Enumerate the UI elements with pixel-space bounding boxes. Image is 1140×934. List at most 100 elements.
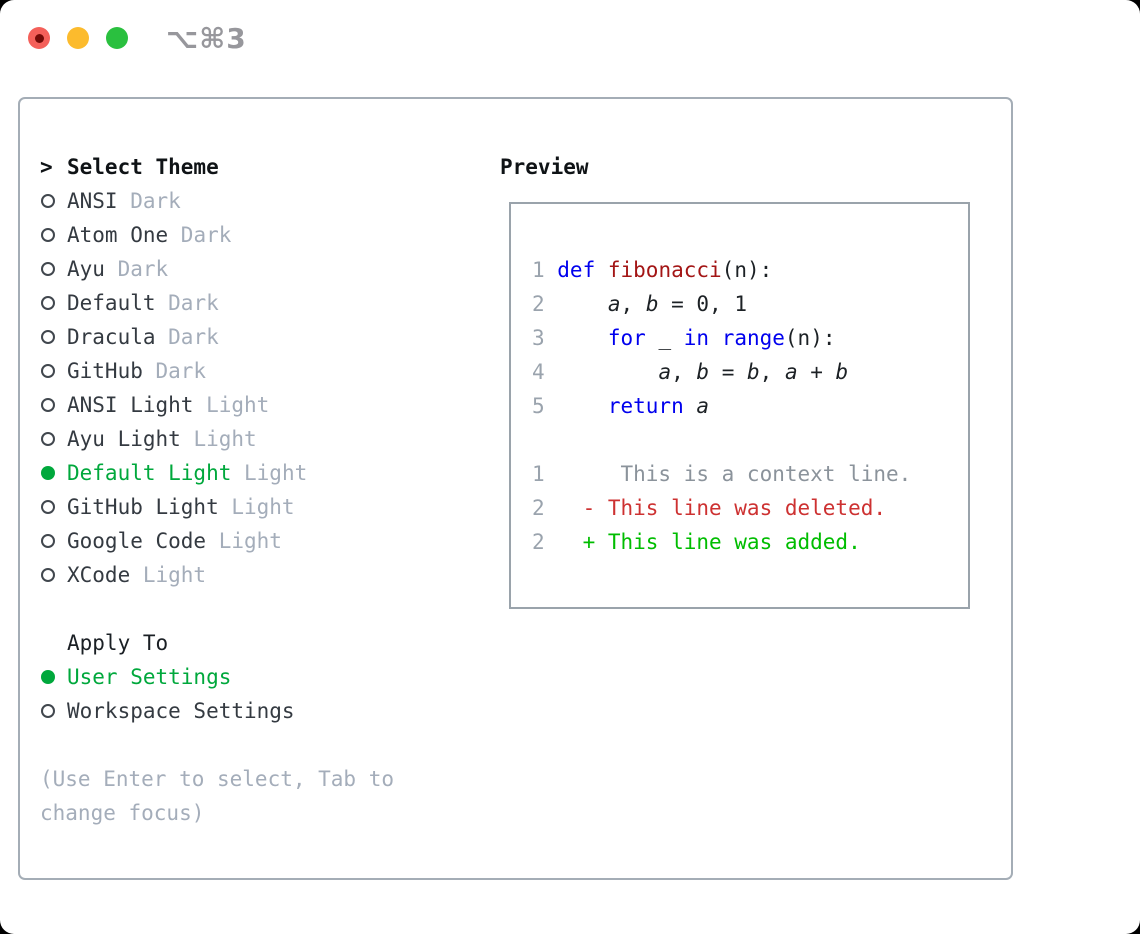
theme-option-xcode[interactable]: XCode Light bbox=[40, 558, 480, 592]
theme-list-header: > Select Theme bbox=[40, 150, 480, 184]
theme-variant: Light bbox=[193, 393, 270, 417]
code-token: a bbox=[658, 360, 672, 384]
code-token bbox=[557, 292, 608, 316]
radio-unselected-icon bbox=[41, 364, 55, 378]
minimize-button[interactable] bbox=[67, 27, 89, 49]
code-token: in bbox=[683, 326, 710, 350]
window-shortcut-label: ⌥⌘3 bbox=[166, 22, 247, 55]
code-token: fibonacci bbox=[607, 258, 722, 282]
code-token: return bbox=[607, 394, 684, 418]
theme-option-default[interactable]: Default Dark bbox=[40, 286, 480, 320]
code-token bbox=[557, 360, 658, 384]
code-token bbox=[557, 326, 608, 350]
radio-unselected-icon bbox=[41, 398, 55, 412]
code-token: (n): bbox=[784, 326, 836, 350]
code-token: a bbox=[607, 292, 621, 316]
code-token: (n): bbox=[721, 258, 773, 282]
theme-name: Ayu Light bbox=[67, 427, 181, 451]
theme-option-ansi-light[interactable]: ANSI Light Light bbox=[40, 388, 480, 422]
zoom-button[interactable] bbox=[106, 27, 128, 49]
theme-variant: Dark bbox=[168, 223, 232, 247]
radio-cell bbox=[40, 568, 67, 582]
code-token: range bbox=[721, 326, 785, 350]
line-number: 5 bbox=[532, 394, 545, 418]
radio-cell bbox=[40, 262, 67, 276]
code-token: a bbox=[784, 360, 798, 384]
title-bar: ⌥⌘3 bbox=[0, 0, 1140, 76]
code-token bbox=[709, 326, 722, 350]
diff-lines: 1 This is a context line.2 - This line w… bbox=[532, 457, 968, 559]
focus-arrow-icon: > bbox=[40, 155, 53, 179]
code-token bbox=[684, 394, 697, 418]
code-token: , bbox=[620, 292, 646, 316]
theme-option-google-code[interactable]: Google Code Light bbox=[40, 524, 480, 558]
gap bbox=[40, 728, 480, 762]
radio-unselected-icon bbox=[41, 194, 55, 208]
theme-option-default-light[interactable]: Default Light Light bbox=[40, 456, 480, 490]
radio-selected-icon bbox=[41, 466, 55, 480]
theme-variant: Light bbox=[180, 427, 257, 451]
theme-list-title: Select Theme bbox=[67, 155, 219, 179]
line-number: 4 bbox=[532, 360, 545, 384]
code-token: + bbox=[797, 360, 836, 384]
theme-variant: Light bbox=[130, 563, 207, 587]
line-number: 3 bbox=[532, 326, 545, 350]
apply-option-user-settings[interactable]: User Settings bbox=[40, 660, 480, 694]
theme-option-atom-one[interactable]: Atom One Dark bbox=[40, 218, 480, 252]
code-token: = bbox=[709, 360, 747, 384]
theme-option-ayu-light[interactable]: Ayu Light Light bbox=[40, 422, 480, 456]
radio-unselected-icon bbox=[41, 262, 55, 276]
code-token: def bbox=[557, 258, 596, 282]
code-token: a bbox=[696, 394, 710, 418]
radio-cell bbox=[40, 296, 67, 310]
radio-cell bbox=[40, 704, 67, 718]
theme-name: ANSI Light bbox=[67, 393, 194, 417]
theme-option-github-light[interactable]: GitHub Light Light bbox=[40, 490, 480, 524]
gap bbox=[40, 592, 480, 626]
apply-to-header: Apply To bbox=[40, 626, 480, 660]
radio-cell bbox=[40, 364, 67, 378]
diff-text: This is a context line. bbox=[557, 462, 912, 486]
line-number: 2 bbox=[532, 292, 545, 316]
theme-option-ansi[interactable]: ANSI Dark bbox=[40, 184, 480, 218]
preview-header: Preview bbox=[500, 150, 1000, 184]
theme-name: Ayu bbox=[67, 257, 105, 281]
gap bbox=[532, 423, 968, 457]
diff-text: + This line was added. bbox=[557, 530, 861, 554]
radio-unselected-icon bbox=[41, 432, 55, 446]
theme-option-dracula[interactable]: Dracula Dark bbox=[40, 320, 480, 354]
code-token: b bbox=[746, 360, 760, 384]
radio-unselected-icon bbox=[41, 500, 55, 514]
theme-name: XCode bbox=[67, 563, 131, 587]
radio-selected-icon bbox=[41, 670, 55, 684]
code-line-4: 4 a, b = b, a + b bbox=[532, 355, 968, 389]
theme-name: Default bbox=[67, 291, 156, 315]
code-token: , bbox=[759, 360, 785, 384]
theme-name: Google Code bbox=[67, 529, 207, 553]
code-token bbox=[595, 258, 608, 282]
apply-name: Workspace Settings bbox=[67, 699, 295, 723]
code-token: b bbox=[645, 292, 659, 316]
theme-variant: Light bbox=[206, 529, 282, 553]
line-number: 2 bbox=[532, 530, 545, 554]
theme-option-github[interactable]: GitHub Dark bbox=[40, 354, 480, 388]
unsaved-dot-icon bbox=[34, 33, 44, 43]
close-button[interactable] bbox=[28, 27, 50, 49]
theme-option-ayu[interactable]: Ayu Dark bbox=[40, 252, 480, 286]
theme-name: Atom One bbox=[67, 223, 169, 247]
code-line-2: 2 a, b = 0, 1 bbox=[532, 287, 968, 321]
radio-unselected-icon bbox=[41, 296, 55, 310]
code-token: = 0, 1 bbox=[658, 292, 747, 316]
apply-to-title: Apply To bbox=[67, 631, 169, 655]
apply-option-workspace-settings[interactable]: Workspace Settings bbox=[40, 694, 480, 728]
code-token bbox=[557, 394, 608, 418]
theme-variant: Dark bbox=[155, 325, 219, 349]
help-text: (Use Enter to select, Tab to change focu… bbox=[40, 767, 395, 825]
radio-cell bbox=[40, 670, 67, 684]
theme-variant: Dark bbox=[142, 359, 207, 383]
